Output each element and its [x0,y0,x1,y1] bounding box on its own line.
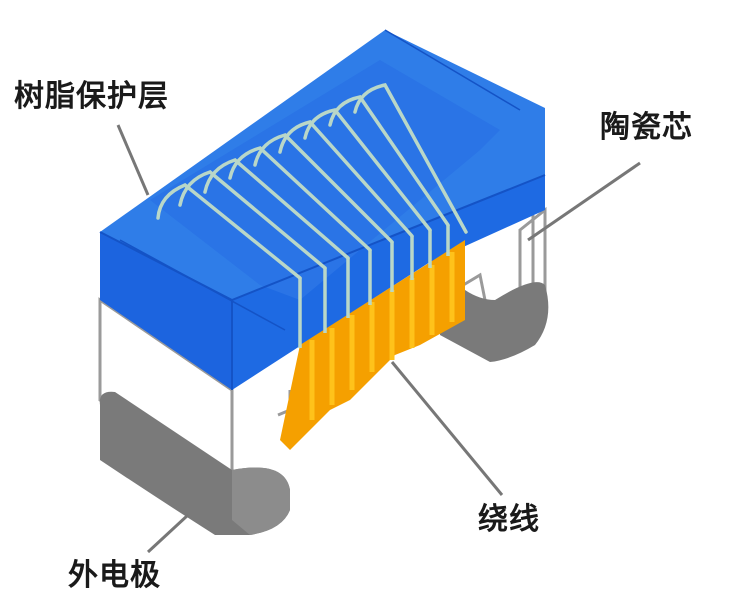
winding-wire-front [280,225,465,450]
resin-protective-layer [99,29,546,390]
winding-wire-top [156,83,468,280]
leader-electrode [146,513,190,554]
label-outer-electrode: 外电极 [68,558,161,593]
label-ceramic-core: 陶瓷芯 [600,110,693,145]
leader-resin [116,124,150,196]
outer-electrode-right [440,282,549,362]
label-resin-protective-layer: 树脂保护层 [14,79,169,114]
leader-wire [390,361,504,496]
leader-lines [116,124,641,554]
label-winding-wire: 绕线 [478,502,540,537]
leader-core [527,161,641,242]
outer-electrode-left [99,391,290,535]
